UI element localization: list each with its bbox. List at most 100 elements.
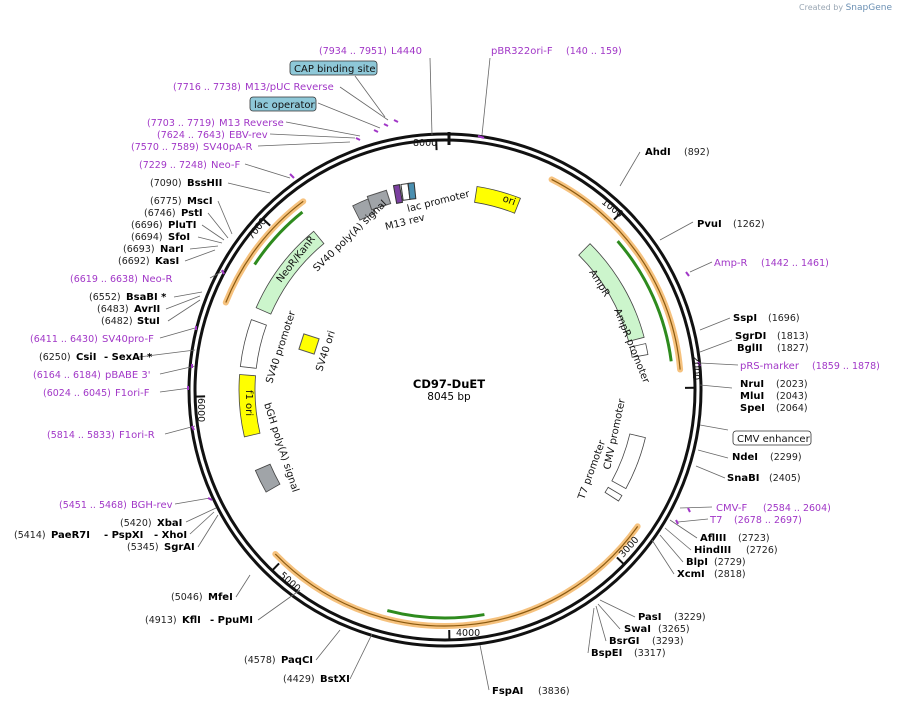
enzyme-kasi: KasI xyxy=(155,256,179,267)
enzyme-psti-pos: (6746) xyxy=(144,208,176,219)
primer-f1ori-f-pos: (6024 .. 6045) xyxy=(43,388,111,399)
enzyme-sgrai: SgrAI xyxy=(164,542,195,553)
label-neor-kanr: NeoR/KanR xyxy=(275,234,318,285)
leader-line xyxy=(664,527,692,551)
leader-line xyxy=(651,539,675,575)
enzyme-paqci: PaqCI xyxy=(281,655,313,666)
enzyme-msci: MscI xyxy=(187,196,213,207)
primer-f1ori-r-pos: (5814 .. 5833) xyxy=(47,430,115,441)
enzyme-kfli: KflI xyxy=(182,615,201,626)
leader-line xyxy=(697,449,729,459)
boxed-cmv-enhancer: CMV enhancer xyxy=(732,430,812,446)
label-sv40-ori: SV40 ori xyxy=(314,329,337,372)
enzyme-paer7i: PaeR7I xyxy=(51,530,90,541)
enzyme-mlui: MluI xyxy=(740,391,764,402)
enzyme-afliii-pos: (2723) xyxy=(738,533,770,544)
enzyme-blpi: BlpI xyxy=(686,557,708,568)
leader-lines xyxy=(138,57,739,691)
label-lac-promoter: lac promoter xyxy=(406,189,472,215)
enzyme-kasi-pos: (6692) xyxy=(118,256,150,267)
primer-cmv-f: CMV-F xyxy=(716,503,747,514)
enzyme-fspai: FspAI xyxy=(492,686,523,697)
enzyme-bspei: BspEI xyxy=(591,648,622,659)
enzyme-pvui: PvuI xyxy=(697,219,722,230)
feature-ori xyxy=(474,186,521,214)
orf-arrow-0 xyxy=(616,240,673,362)
leader-line xyxy=(244,163,291,179)
plasmid-length: 8045 bp xyxy=(427,391,471,403)
enzymes-right: AhdI (892) PvuI (1262) SspI (1696) SgrDI… xyxy=(492,147,809,697)
enzyme-swai: SwaI xyxy=(624,624,651,635)
leader-line xyxy=(159,327,196,339)
enzyme-pluti: PluTI xyxy=(168,220,196,231)
primer-mark xyxy=(373,129,379,133)
primer-marks xyxy=(187,119,701,525)
enzyme-nari: NarI xyxy=(160,244,184,255)
leader-line xyxy=(699,424,729,431)
enzyme-msci-pos: (6775) xyxy=(150,196,182,207)
orf-arrow-1 xyxy=(386,609,485,620)
orf-right-line xyxy=(551,178,681,370)
tick-5000 xyxy=(271,562,280,572)
orf-left-line xyxy=(225,200,304,303)
tick-label-4000: 4000 xyxy=(456,628,480,639)
leader-line xyxy=(699,317,731,331)
primer-t7-pos: (2678 .. 2697) xyxy=(734,515,802,526)
primer-cmv-f-pos: (2584 .. 2604) xyxy=(763,503,831,514)
primer-m13puc-pos: (7716 .. 7738) xyxy=(173,82,241,93)
enzyme-hindiii: HindIII xyxy=(694,545,731,556)
leader-line xyxy=(669,519,698,539)
enzyme-swai-pos: (3265) xyxy=(658,624,690,635)
boxed-label-cmv-enhancer: CMV enhancer xyxy=(737,434,811,445)
leader-line xyxy=(339,86,389,121)
leader-line xyxy=(167,299,201,322)
enzyme-spei: SpeI xyxy=(740,403,765,414)
tick-7000 xyxy=(262,218,271,227)
leader-line xyxy=(189,511,215,535)
enzyme-snabi-pos: (2405) xyxy=(769,473,801,484)
enzyme-stui-pos: (6482) xyxy=(101,316,133,327)
primer-t7: T7 xyxy=(709,515,722,526)
leader-line xyxy=(699,339,733,353)
boxed-cap-binding-site: CAP binding site xyxy=(289,60,378,76)
label-sv40-promoter: SV40 promoter xyxy=(264,309,298,385)
leader-line xyxy=(217,200,233,235)
orf-arrow-2 xyxy=(253,210,304,266)
credit-prefix: Created by xyxy=(799,3,844,12)
primer-amp-r-pos: (1442 .. 1461) xyxy=(761,258,829,269)
leader-line xyxy=(481,57,491,136)
leader-line xyxy=(699,362,739,366)
leader-line xyxy=(197,236,223,244)
primer-pbabe3: pBABE 3' xyxy=(105,370,151,381)
primer-mark xyxy=(191,425,195,431)
enzyme-sspi-pos: (1696) xyxy=(768,313,800,324)
boxed-label-cap: CAP binding site xyxy=(294,64,376,75)
enzyme-blpi-pos: (2729) xyxy=(714,557,746,568)
enzyme-sexai: - SexAI * xyxy=(104,352,153,363)
feature-layer xyxy=(238,186,649,502)
enzyme-bsabi-pos: (6552) xyxy=(89,292,121,303)
tick-1000 xyxy=(613,211,622,221)
lac-operator-mark xyxy=(392,184,404,204)
leader-line xyxy=(189,245,219,250)
primer-sv40pa-r: SV40pA-R xyxy=(203,142,252,153)
leader-line xyxy=(173,291,203,298)
plasmid-name: CD97-DuET xyxy=(413,377,485,391)
enzyme-kfli-pos: (4913) xyxy=(145,615,177,626)
leader-line xyxy=(185,507,217,523)
label-f1-ori: f1 ori xyxy=(243,390,254,416)
enzyme-ndei-pos: (2299) xyxy=(770,452,802,463)
enzyme-nrui-pos: (2023) xyxy=(776,379,808,390)
primer-ebv-rev: EBV-rev xyxy=(229,130,268,141)
primer-mark xyxy=(685,271,690,277)
leader-line xyxy=(659,534,684,563)
leader-line xyxy=(257,589,301,621)
label-ori: ori xyxy=(501,193,517,208)
enzyme-afliii: AflIII xyxy=(700,533,726,544)
primer-mark xyxy=(675,519,679,525)
leader-line xyxy=(285,121,361,137)
leader-line xyxy=(699,384,733,389)
enzyme-xcmi-pos: (2818) xyxy=(714,569,746,580)
enzyme-sgrai-pos: (5345) xyxy=(127,542,159,553)
